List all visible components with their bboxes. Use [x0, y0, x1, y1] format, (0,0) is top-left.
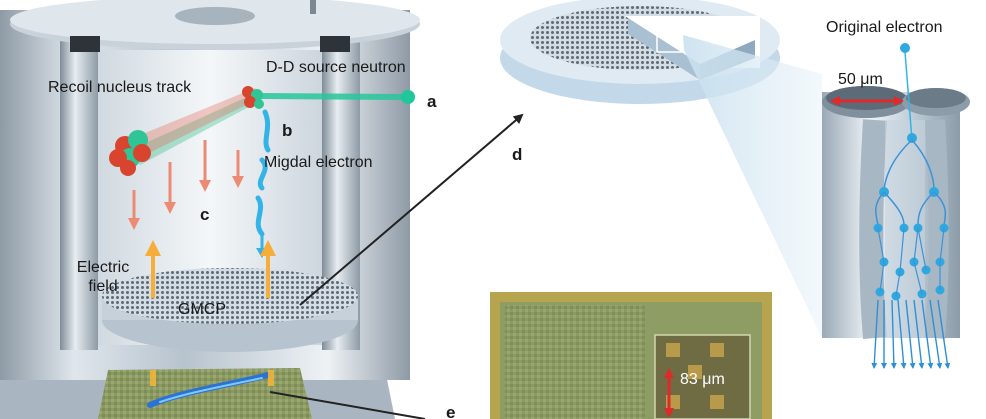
neutron-beam — [259, 90, 415, 104]
original-electron-label: Original electron — [826, 19, 943, 36]
gmcp-label: GMCP — [178, 301, 226, 318]
migdal-electron-label: Migdal electron — [264, 154, 373, 171]
neutron-particle — [401, 90, 415, 104]
pointer-to-d — [299, 113, 524, 306]
pore-diameter-label: 50 μm — [838, 71, 883, 88]
electric-field-label: Electric field — [76, 259, 130, 295]
recoil-drift-arrows — [128, 140, 244, 230]
dd-source-neutron-label: D-D source neutron — [266, 59, 406, 76]
recoil-nucleus — [109, 86, 264, 176]
recoil-nucleus-track-label: Recoil nucleus track — [48, 79, 192, 96]
panel-label-c: c — [200, 205, 210, 224]
electric-field-arrows — [145, 240, 276, 298]
readout-chip-micrograph — [490, 292, 772, 419]
pointer-to-e — [269, 391, 426, 419]
panel-label-d: d — [512, 145, 523, 164]
panel-label-a: a — [427, 92, 437, 111]
gmcp-disk-cutaway — [500, 0, 822, 338]
chip-dimension-label: 83 μm — [680, 371, 725, 388]
detector-chamber — [0, 0, 420, 419]
panel-label-b: b — [282, 121, 293, 140]
panel-label-e: e — [446, 403, 456, 419]
electron-avalanche — [871, 43, 951, 369]
